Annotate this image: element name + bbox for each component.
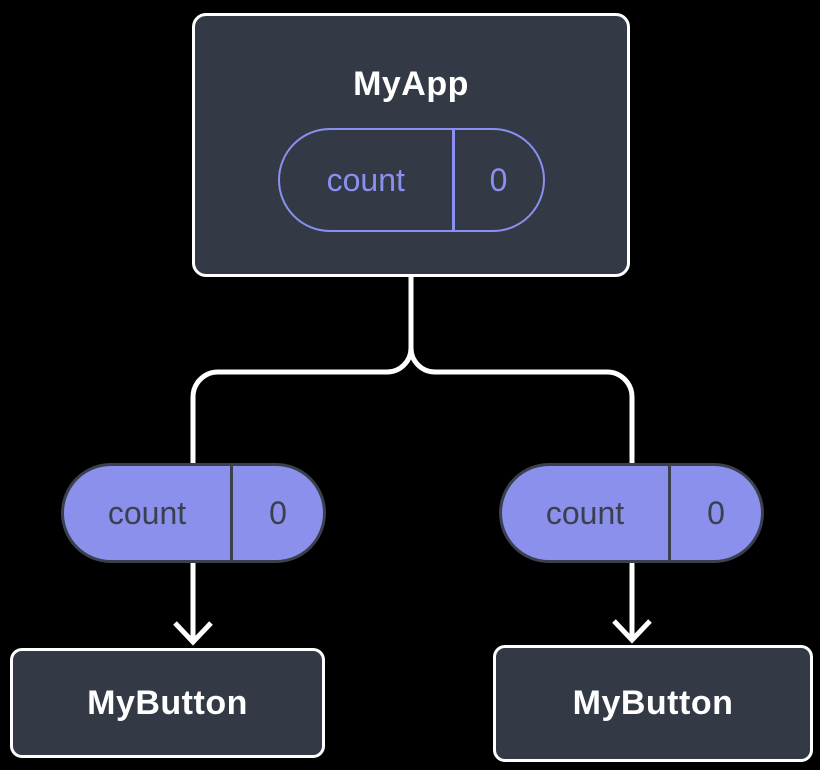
branch-connector-path	[190, 270, 635, 470]
right-prop-pill: count 0	[499, 463, 764, 563]
prop-name-cell: count	[64, 466, 230, 560]
left-prop-pill: count 0	[61, 463, 326, 563]
right-prop-name-label: count	[545, 494, 625, 531]
state-value-cell: 0	[455, 130, 543, 230]
state-name-cell: count	[280, 130, 453, 230]
left-mybutton-node: MyButton	[10, 648, 325, 758]
left-down-arrow-icon	[173, 552, 213, 646]
right-prop-value-label: 0	[707, 494, 725, 531]
prop-name-cell: count	[502, 466, 668, 560]
myapp-title: MyApp	[353, 65, 469, 103]
right-mybutton-title: MyButton	[572, 684, 734, 722]
pill-divider	[452, 130, 455, 230]
right-down-arrow-icon	[612, 552, 652, 644]
left-mybutton-title: MyButton	[87, 683, 248, 722]
left-prop-name-label: count	[107, 494, 187, 531]
prop-value-cell: 0	[233, 466, 323, 560]
right-mybutton-node: MyButton	[493, 645, 813, 762]
pill-divider	[230, 466, 233, 560]
state-name-label: count	[326, 161, 405, 198]
state-value-label: 0	[489, 161, 508, 198]
root-state-pill: count 0	[277, 128, 545, 232]
left-prop-value-label: 0	[269, 494, 287, 531]
pill-divider	[668, 466, 671, 560]
myapp-node: MyApp count 0	[192, 13, 630, 277]
prop-value-cell: 0	[671, 466, 761, 560]
